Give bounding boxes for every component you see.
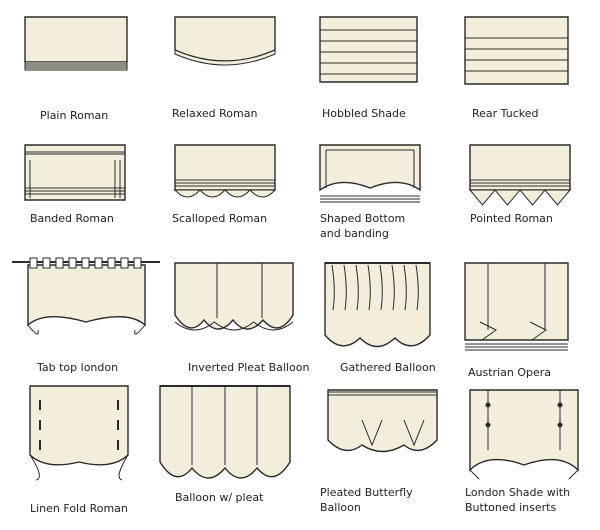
label-inverted-pleat-balloon: Inverted Pleat Balloon <box>188 361 310 374</box>
label-tab-top-london: Tab top london <box>37 361 119 374</box>
label-hobbled-shade: Hobbled Shade <box>322 107 406 120</box>
label-line-1: Pleated Butterfly <box>320 486 413 499</box>
label-relaxed-roman: Relaxed Roman <box>172 107 258 120</box>
label-banded-roman: Banded Roman <box>30 212 114 225</box>
plain-roman-shade <box>24 16 128 71</box>
pointed-roman-shade <box>468 144 572 206</box>
label-pointed-roman: Pointed Roman <box>470 212 553 225</box>
label-austrian-opera: Austrian Opera <box>468 366 551 379</box>
label-line-1: London Shade with <box>465 486 571 499</box>
label-rear-tucked: Rear Tucked <box>472 107 539 120</box>
relaxed-roman-shade <box>174 16 276 66</box>
label-line-2: Balloon <box>320 501 361 514</box>
label-shaped-bottom: Shaped Bottom and banding <box>320 211 405 241</box>
label-linen-fold-roman: Linen Fold Roman <box>30 502 128 515</box>
label-plain-roman: Plain Roman <box>40 109 109 122</box>
banded-roman-shade <box>24 144 126 201</box>
label-gathered-balloon: Gathered Balloon <box>340 361 436 374</box>
hobbled-shade <box>319 16 418 83</box>
label-scalloped-roman: Scalloped Roman <box>172 212 268 225</box>
label-line-1: Shaped Bottom <box>320 212 406 225</box>
austrian-opera-shade <box>464 262 569 351</box>
gathered-balloon-shade <box>324 262 431 348</box>
london-shade-buttoned-inserts <box>469 389 579 480</box>
tab-top-london-shade <box>12 257 160 335</box>
label-line-2: and banding <box>320 227 389 240</box>
balloon-w-pleat-shade <box>159 385 291 479</box>
inverted-pleat-balloon-shade <box>174 262 294 331</box>
pleated-butterfly-balloon-shade <box>327 389 438 453</box>
shaped-bottom-banding-shade <box>319 144 421 203</box>
rear-tucked-shade <box>464 16 569 85</box>
scalloped-roman-shade <box>173 144 277 198</box>
label-balloon-w-pleat: Balloon w/ pleat <box>175 491 264 504</box>
linen-fold-roman-shade <box>29 385 129 481</box>
label-line-2: Buttoned inserts <box>465 501 557 514</box>
